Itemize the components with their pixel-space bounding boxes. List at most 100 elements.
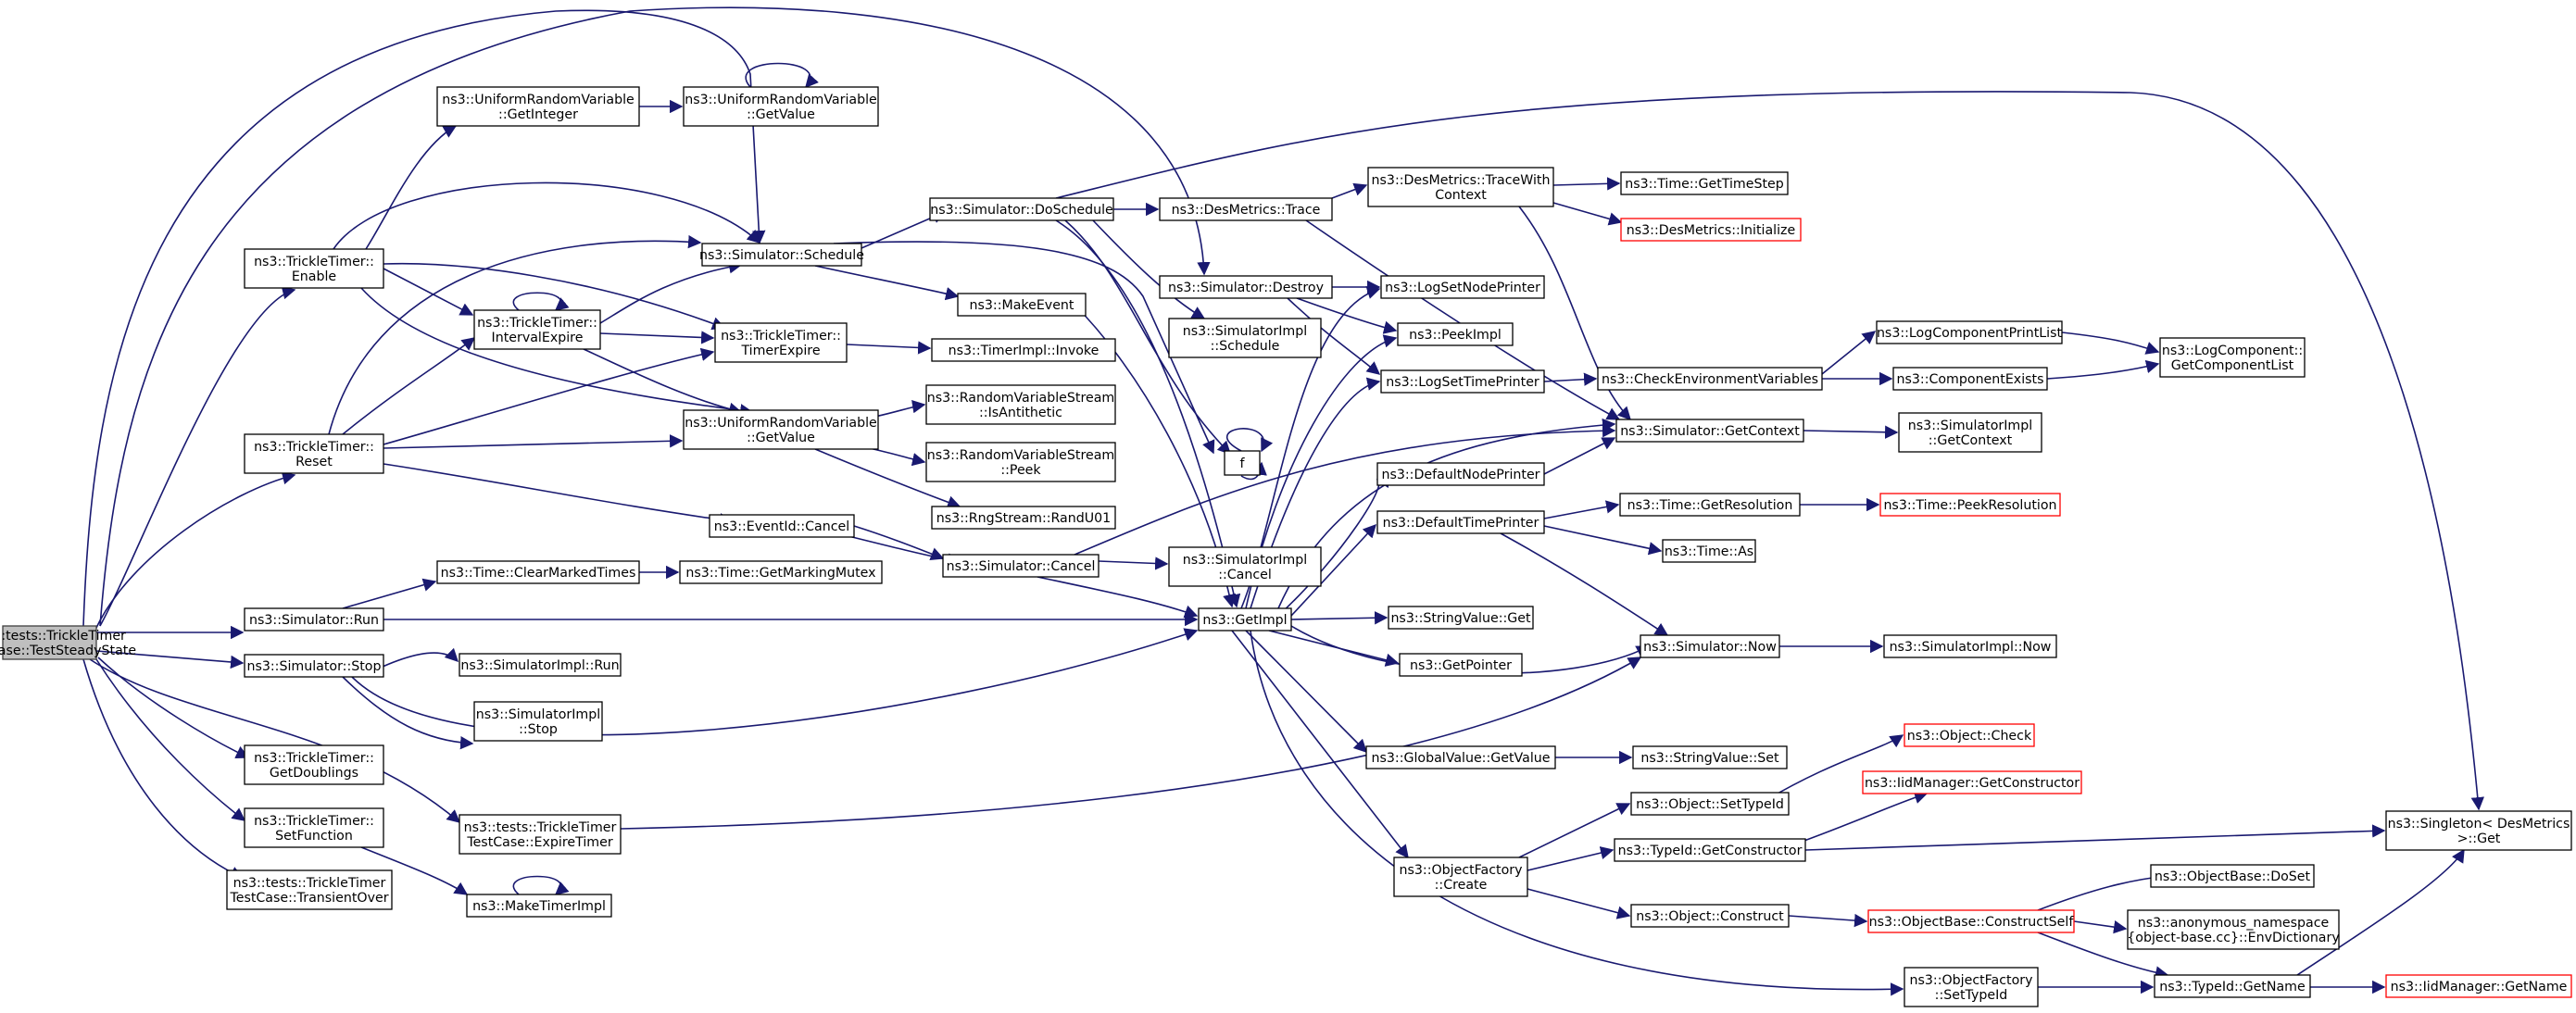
node-simimpl-schedule[interactable]: ns3::SimulatorImpl::Schedule bbox=[1168, 318, 1322, 358]
node-desmetrics-trace[interactable]: ns3::DesMetrics::Trace bbox=[1159, 197, 1333, 221]
node-time-peekresolution[interactable]: ns3::Time::PeekResolution bbox=[1879, 493, 2061, 517]
node-tt-reset[interactable]: ns3::TrickleTimer::Reset bbox=[244, 433, 384, 474]
node-stringvalue-set[interactable]: ns3::StringValue::Set bbox=[1632, 745, 1788, 769]
node-tt-enable[interactable]: ns3::TrickleTimer::Enable bbox=[244, 248, 384, 289]
node-root[interactable]: ns3::tests::TrickleTimerTestCase::TestSt… bbox=[0, 625, 136, 660]
node-object-settypeid[interactable]: ns3::Object::SetTypeId bbox=[1630, 792, 1790, 816]
function-nodes: ns3::tests::TrickleTimerTestCase::TestSt… bbox=[0, 86, 2572, 1007]
node-getimpl[interactable]: ns3::GetImpl bbox=[1198, 607, 1292, 632]
node-label-line: ::Stop bbox=[519, 722, 558, 737]
node-label-line: ns3::UniformRandomVariable bbox=[442, 93, 635, 107]
node-box bbox=[714, 322, 848, 363]
call-edge-to-sim-stop bbox=[95, 650, 245, 669]
node-getpointer[interactable]: ns3::GetPointer bbox=[1399, 653, 1523, 677]
node-logsetnodeprinter[interactable]: ns3::LogSetNodePrinter bbox=[1380, 275, 1545, 299]
node-objectbase-constructself[interactable]: ns3::ObjectBase::ConstructSelf bbox=[1867, 909, 2075, 933]
node-box bbox=[1876, 320, 2063, 344]
node-anon-envdictionary[interactable]: ns3::anonymous_namespace{object-base.cc}… bbox=[2127, 909, 2340, 950]
node-simimpl-stop[interactable]: ns3::SimulatorImpl::Stop bbox=[473, 701, 603, 742]
call-edge-to-globalvalue-getvalue bbox=[1245, 630, 1368, 754]
node-box bbox=[2150, 864, 2315, 888]
node-rvs-peek[interactable]: ns3::RandomVariableStream::Peek bbox=[925, 442, 1116, 482]
node-tt-setfunction[interactable]: ns3::TrickleTimer::SetFunction bbox=[244, 807, 384, 848]
call-edge-to-anon-envdictionary bbox=[2073, 920, 2128, 934]
node-componentexists[interactable]: ns3::ComponentExists bbox=[1892, 367, 2048, 391]
node-simimpl-getcontext[interactable]: ns3::SimulatorImpl::GetContext bbox=[1898, 412, 2042, 453]
node-object-construct[interactable]: ns3::Object::Construct bbox=[1630, 904, 1790, 928]
node-time-as[interactable]: ns3::Time::As bbox=[1662, 539, 1756, 563]
node-eventid-cancel[interactable]: ns3::EventId::Cancel bbox=[709, 514, 855, 538]
node-expiretimer[interactable]: ns3::tests::TrickleTimerTestCase::Expire… bbox=[459, 814, 622, 855]
node-label-line: ::GetContext bbox=[1929, 433, 2013, 448]
node-label-line: ns3::Time::ClearMarkedTimes bbox=[441, 566, 636, 581]
node-urv-getinteger[interactable]: ns3::UniformRandomVariable::GetInteger bbox=[436, 86, 640, 127]
node-objectbase-doset[interactable]: ns3::ObjectBase::DoSet bbox=[2150, 864, 2315, 888]
node-label-line: ::GetValue bbox=[747, 107, 815, 122]
node-sim-getcontext[interactable]: ns3::Simulator::GetContext bbox=[1615, 419, 1804, 443]
node-peekimpl[interactable]: ns3::PeekImpl bbox=[1397, 322, 1514, 346]
node-label-line: ::GetInteger bbox=[498, 107, 578, 122]
node-box bbox=[1168, 546, 1322, 587]
node-time-clearmarked[interactable]: ns3::Time::ClearMarkedTimes bbox=[436, 560, 640, 584]
call-edge-to-tt-intervalexpire bbox=[342, 337, 476, 435]
node-iidmanager-getconstructor[interactable]: ns3::IidManager::GetConstructor bbox=[1862, 770, 2082, 794]
node-tt-timerexpire[interactable]: ns3::TrickleTimer::TimerExpire bbox=[714, 322, 848, 363]
node-objectfactory-create[interactable]: ns3::ObjectFactory::Create bbox=[1393, 857, 1528, 897]
node-sim-destroy[interactable]: ns3::Simulator::Destroy bbox=[1159, 275, 1333, 299]
node-logcomponent-getcomponentlist[interactable]: ns3::LogComponent::GetComponentList bbox=[2159, 337, 2306, 378]
node-simimpl-run[interactable]: ns3::SimulatorImpl::Run bbox=[459, 653, 622, 677]
node-label-line: ns3::Simulator::Stop bbox=[246, 659, 381, 674]
node-f[interactable]: f bbox=[1224, 450, 1261, 476]
node-desmetrics-initialize[interactable]: ns3::DesMetrics::Initialize bbox=[1620, 218, 1802, 242]
node-singleton-get[interactable]: ns3::Singleton< DesMetrics >::Get bbox=[2385, 810, 2572, 851]
node-time-getmarkingmutex[interactable]: ns3::Time::GetMarkingMutex bbox=[679, 560, 883, 584]
call-edge-to-tt-enable bbox=[99, 286, 296, 627]
node-label-line: ns3::UniformRandomVariable bbox=[685, 416, 877, 431]
node-simimpl-now[interactable]: ns3::SimulatorImpl::Now bbox=[1883, 634, 2057, 658]
call-edge-to-urv-getvalue bbox=[383, 434, 684, 449]
node-typeid-getname[interactable]: ns3::TypeId::GetName bbox=[2154, 974, 2311, 998]
node-label-line: TestCase::TestSteadyState bbox=[0, 644, 136, 658]
node-stringvalue-get[interactable]: ns3::StringValue::Get bbox=[1388, 606, 1534, 630]
node-logcomponentprintlist[interactable]: ns3::LogComponentPrintList bbox=[1876, 320, 2063, 344]
node-rngstream-randu01[interactable]: ns3::RngStream::RandU01 bbox=[931, 506, 1116, 530]
node-sim-stop[interactable]: ns3::Simulator::Stop bbox=[244, 654, 384, 678]
node-urv-getvalue[interactable]: ns3::UniformRandomVariable::GetValue bbox=[683, 409, 879, 450]
node-objectfactory-settypeid[interactable]: ns3::ObjectFactory::SetTypeId bbox=[1904, 967, 2039, 1007]
node-object-check[interactable]: ns3::Object::Check bbox=[1904, 723, 2035, 747]
node-typeid-getconstructor[interactable]: ns3::TypeId::GetConstructor bbox=[1614, 838, 1806, 862]
node-logsettimeprinter[interactable]: ns3::LogSetTimePrinter bbox=[1380, 369, 1545, 394]
node-sim-cancel[interactable]: ns3::Simulator::Cancel bbox=[942, 554, 1100, 578]
node-rvs-isantithetic[interactable]: ns3::RandomVariableStream::IsAntithetic bbox=[925, 384, 1116, 425]
node-maketimerimpl[interactable]: ns3::MakeTimerImpl bbox=[466, 894, 612, 918]
node-urv-getvalue-top[interactable]: ns3::UniformRandomVariable::GetValue bbox=[683, 86, 879, 127]
node-defaulttimeprinter[interactable]: ns3::DefaultTimePrinter bbox=[1376, 510, 1545, 534]
node-box bbox=[2154, 974, 2311, 998]
node-tt-intervalexpire[interactable]: ns3::TrickleTimer::IntervalExpire bbox=[473, 309, 601, 350]
node-iidmanager-getname[interactable]: ns3::IidManager::GetName bbox=[2385, 974, 2572, 998]
node-timerimpl-invoke[interactable]: ns3::TimerImpl::Invoke bbox=[931, 338, 1116, 362]
node-tt-getdoublings[interactable]: ns3::TrickleTimer::GetDoublings bbox=[244, 744, 384, 785]
node-box bbox=[1224, 450, 1261, 476]
node-makeevent[interactable]: ns3::MakeEvent bbox=[957, 293, 1087, 317]
node-time-getresolution[interactable]: ns3::Time::GetResolution bbox=[1619, 493, 1801, 517]
node-sim-run[interactable]: ns3::Simulator::Run bbox=[244, 607, 384, 632]
node-defaultnodeprinter[interactable]: ns3::DefaultNodePrinter bbox=[1376, 462, 1545, 486]
call-edge-to-rngstream-randu01 bbox=[814, 448, 961, 509]
node-box bbox=[1198, 607, 1292, 632]
node-sim-doschedule[interactable]: ns3::Simulator::DoSchedule bbox=[929, 197, 1114, 221]
node-label-line: ns3::DesMetrics::Trace bbox=[1172, 203, 1321, 218]
node-sim-schedule[interactable]: ns3::Simulator::Schedule bbox=[699, 243, 864, 267]
node-globalvalue-getvalue[interactable]: ns3::GlobalValue::GetValue bbox=[1365, 745, 1556, 769]
node-checkenv[interactable]: ns3::CheckEnvironmentVariables bbox=[1597, 367, 1823, 391]
node-label-line: ns3::GetPointer bbox=[1410, 658, 1512, 673]
node-sim-now[interactable]: ns3::Simulator::Now bbox=[1640, 634, 1780, 658]
node-box bbox=[1904, 723, 2035, 747]
node-label-line: ns3::anonymous_namespace bbox=[2138, 916, 2330, 931]
node-transientover[interactable]: ns3::tests::TrickleTimerTestCase::Transi… bbox=[226, 869, 393, 910]
node-label-line: ::Cancel bbox=[1218, 568, 1272, 582]
node-simimpl-cancel[interactable]: ns3::SimulatorImpl::Cancel bbox=[1168, 546, 1322, 587]
node-label-line: ::SetTypeId bbox=[1935, 988, 2008, 1003]
node-time-gettimestep[interactable]: ns3::Time::GetTimeStep bbox=[1620, 171, 1789, 195]
